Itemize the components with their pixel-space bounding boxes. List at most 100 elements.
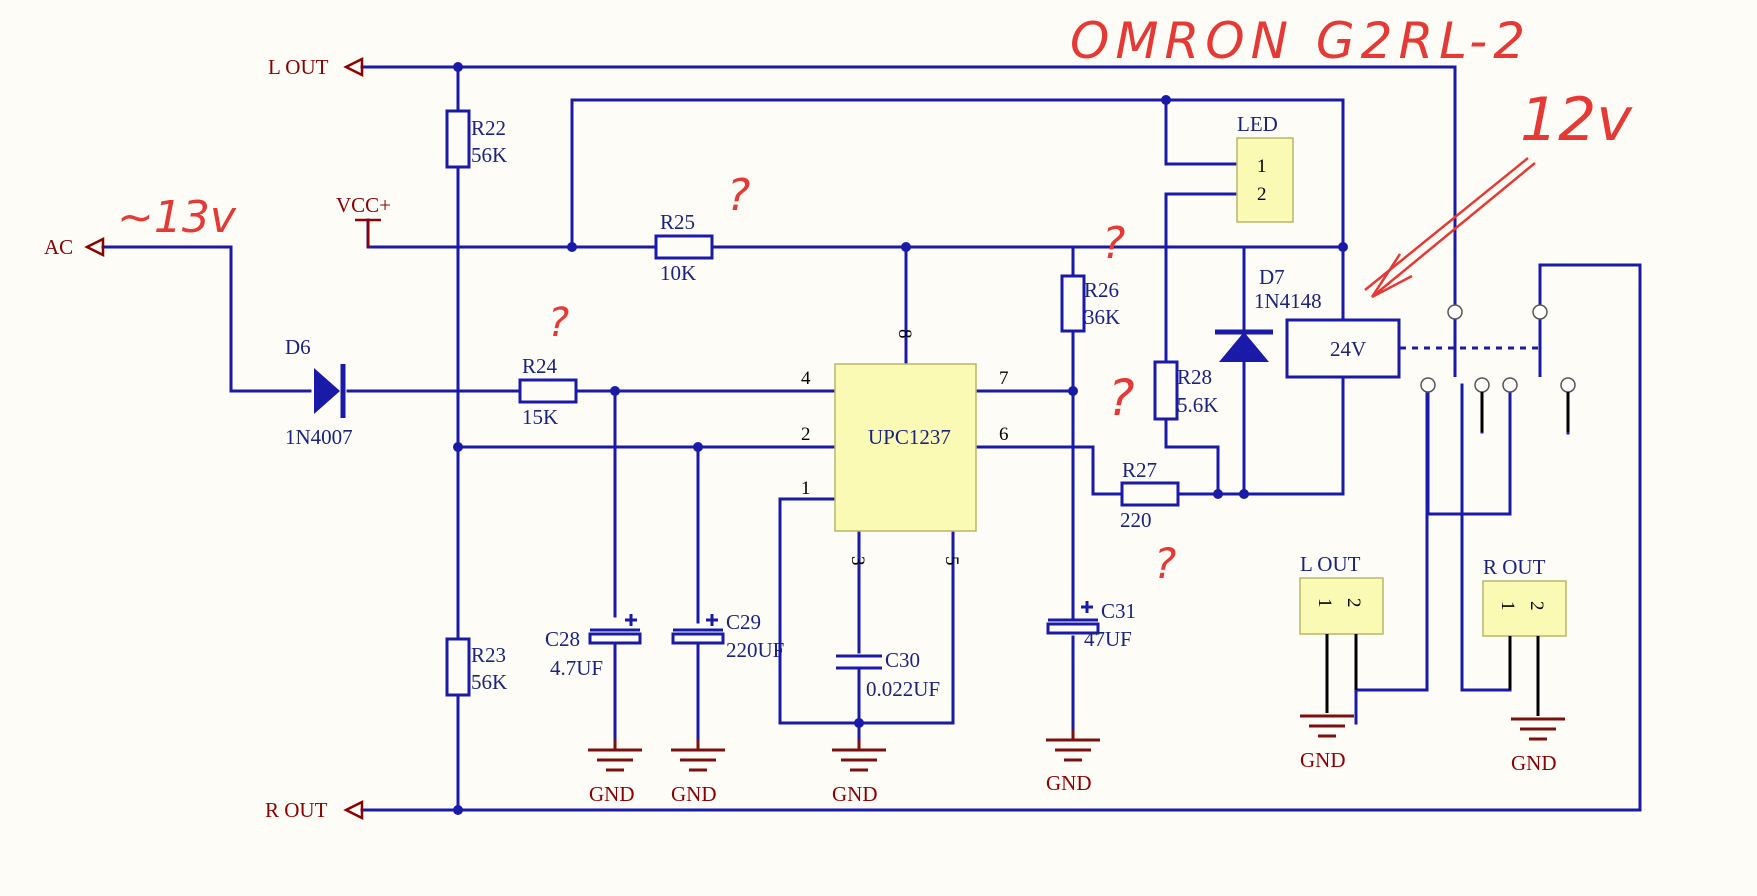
c28-value: 4.7UF	[550, 656, 603, 680]
port-rout-arrow	[343, 799, 364, 821]
port-vcc: VCC+	[336, 193, 391, 247]
port-ac: AC	[44, 235, 105, 259]
conn-l-ref: L OUT	[1300, 552, 1361, 576]
r28-value: 5.6K	[1177, 393, 1218, 417]
r22-value: 56K	[471, 143, 507, 167]
connector-r-out: R OUT 1 2	[1482, 555, 1567, 716]
wire-rout-bottom	[360, 263, 1642, 812]
ic-pin1: 1	[801, 478, 811, 499]
ic-pin7: 7	[999, 368, 1009, 389]
relay-contact-leads	[1480, 392, 1570, 432]
wire-led2	[1164, 192, 1239, 495]
r23-body	[445, 637, 471, 697]
relay-switch	[1400, 312, 1542, 377]
gnd-conn-r	[1511, 717, 1565, 741]
conn-r-pin2: 2	[1526, 601, 1547, 611]
capacitor-labels: C28 4.7UF C29 220UF C30 0.022UF C31 47UF	[545, 599, 1136, 701]
r24-ref: R24	[522, 354, 558, 378]
r25-ref: R25	[660, 210, 695, 234]
d7-value: 1N4148	[1254, 289, 1322, 313]
relay-contacts	[1420, 304, 1576, 393]
gnd-c28	[588, 748, 642, 772]
led-pin2: 2	[1257, 184, 1267, 205]
wire-lout-top	[360, 65, 1457, 345]
conn-l-pin1: 1	[1314, 598, 1335, 608]
junctions	[453, 62, 1348, 815]
r26-body	[1060, 274, 1086, 333]
wire-led1	[1164, 98, 1239, 166]
r24-value: 15K	[522, 405, 558, 429]
r26-value: 36K	[1084, 305, 1120, 329]
wire-connr	[1460, 383, 1512, 692]
conn-r-ref: R OUT	[1483, 555, 1546, 579]
r27-ref: R27	[1122, 458, 1157, 482]
question-mark-r27: ?	[1154, 539, 1176, 588]
d6-ref: D6	[285, 335, 311, 359]
connector-l-out: L OUT 1 2	[1299, 552, 1384, 713]
c31-ref: C31	[1101, 599, 1136, 623]
wire-top-loop	[570, 98, 1345, 249]
gnd-label-c29: GND	[671, 782, 717, 806]
wire-pin1	[778, 497, 955, 725]
r25-value: 10K	[660, 261, 696, 285]
ic-pin8: 8	[894, 329, 915, 339]
r26-ref: R26	[1084, 278, 1119, 302]
ground-symbols	[588, 714, 1565, 772]
c30-ref: C30	[885, 648, 920, 672]
wire-contact-common-l	[1426, 383, 1512, 516]
ic-pin4: 4	[801, 368, 811, 389]
relay-coil-label: 24V	[1330, 337, 1366, 361]
annotation-relay-voltage: 12v	[1520, 85, 1633, 155]
ic-upc1237: UPC1237 4 2 1 7 6 8 3 5	[801, 329, 1009, 566]
c30-value: 0.022UF	[866, 677, 940, 701]
ic-pin2: 2	[801, 424, 811, 445]
annotation-relay-model: OMRON G2RL-2	[1070, 12, 1531, 70]
d7-ref: D7	[1259, 265, 1285, 289]
conn-l-pin2: 2	[1343, 598, 1364, 608]
port-lout-arrow	[343, 56, 364, 78]
r25-body	[654, 234, 714, 260]
r23-ref: R23	[471, 643, 506, 667]
ground-labels: GND GND GND GND GND GND	[589, 748, 1557, 806]
r27-body	[1120, 481, 1180, 507]
annotation-ac-voltage: ~13v	[117, 192, 237, 243]
r28-body	[1153, 360, 1179, 421]
gnd-label-c31: GND	[1046, 771, 1092, 795]
annotation-arrow	[1364, 157, 1536, 299]
r28-ref: R28	[1177, 365, 1212, 389]
c29-value: 220UF	[726, 638, 784, 662]
question-mark-r24: ?	[548, 300, 569, 346]
question-mark-r28: ?	[1108, 369, 1135, 427]
gnd-label-c30: GND	[832, 782, 878, 806]
c29-ref: C29	[726, 610, 761, 634]
ic-pin3: 3	[847, 556, 868, 566]
d6-value: 1N4007	[285, 425, 353, 449]
diode-d6: D6 1N4007	[285, 335, 353, 449]
ic-pin5: 5	[941, 556, 962, 566]
diode-d7: D7 1N4148	[1215, 265, 1322, 362]
relay-coil: 24V	[1285, 318, 1401, 379]
wire-connl-2	[1354, 383, 1429, 692]
port-lout-label: L OUT	[268, 55, 329, 79]
question-mark-r25: ?	[727, 170, 750, 221]
port-rout-label: R OUT	[265, 798, 328, 822]
gnd-label-c28: GND	[589, 782, 635, 806]
gnd-label-conn-l: GND	[1300, 748, 1346, 772]
led: LED 1 2	[1236, 112, 1294, 223]
c28-ref: C28	[545, 627, 580, 651]
gnd-c29	[671, 748, 725, 772]
r27-value: 220	[1120, 508, 1152, 532]
port-rout: R OUT	[265, 798, 364, 822]
r22-ref: R22	[471, 116, 506, 140]
wire-vcc	[366, 218, 1343, 249]
handwritten-annotations: OMRON G2RL-2 ~13v 12v ? ? ? ? ?	[117, 12, 1633, 588]
r23-value: 56K	[471, 670, 507, 694]
gnd-label-conn-r: GND	[1511, 751, 1557, 775]
capacitors	[588, 601, 1100, 670]
gnd-conn-l	[1300, 714, 1354, 738]
wire-ac	[101, 245, 312, 393]
port-ac-arrow	[84, 236, 105, 258]
c31-value: 47UF	[1084, 627, 1132, 651]
led-ref: LED	[1237, 112, 1278, 136]
